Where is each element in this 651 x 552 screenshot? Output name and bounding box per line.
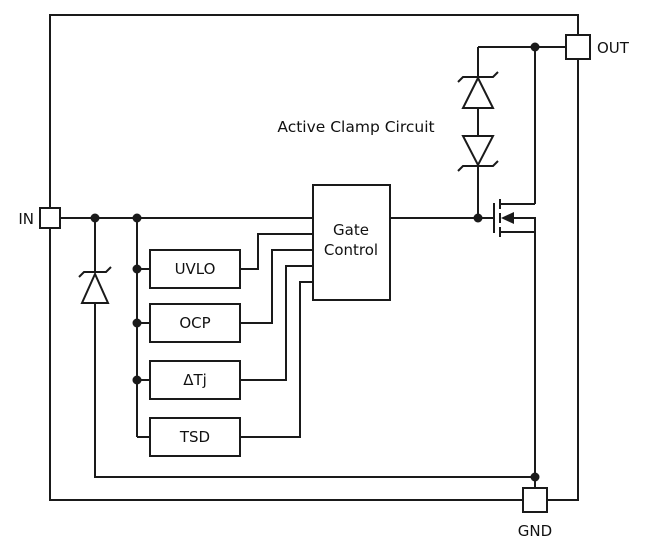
junction-dots [90, 42, 540, 482]
junction-dot [473, 213, 483, 223]
junction-dot [132, 375, 142, 385]
out-pin [565, 34, 591, 60]
mosfet [493, 199, 536, 237]
tsd-block [149, 417, 241, 457]
delta-tj-output-wire [240, 265, 313, 381]
clamp-zener-triangle [461, 75, 495, 109]
ocp-output-wire [240, 249, 313, 324]
out-pin-label: OUT [597, 39, 630, 57]
junction-dot [132, 318, 142, 328]
mosfet-body-arrow-icon [501, 212, 514, 224]
tsd-output-wire [240, 281, 313, 438]
uvlo-label: UVLO [175, 260, 216, 278]
delta-tj-label: ΔTj [183, 371, 207, 389]
gnd-pin-label: GND [518, 522, 552, 540]
gate-control-label-line1: Gate [333, 221, 369, 239]
clamp-diode-bottom [457, 135, 499, 172]
ocp-label: OCP [179, 314, 210, 332]
tsd-label: TSD [179, 428, 210, 446]
junction-dot [530, 42, 540, 52]
input-clamp-zener [78, 266, 112, 304]
gate-control-block [312, 184, 391, 301]
clamp-diode-cathode-bar [457, 160, 499, 172]
gnd-pin [522, 487, 548, 513]
ocp-block [149, 303, 241, 343]
junction-dot [132, 213, 142, 223]
zener-triangle [80, 271, 110, 304]
out-drain-wire [478, 46, 566, 204]
junction-dot [132, 264, 142, 274]
uvlo-block [149, 249, 241, 289]
in-pin [39, 207, 61, 229]
clamp-diode-triangle [461, 135, 495, 168]
clamp-zener-top [457, 71, 499, 109]
junction-dot [90, 213, 100, 223]
in-pin-label: IN [18, 210, 34, 228]
active-clamp-label: Active Clamp Circuit [277, 118, 434, 136]
mosfet-body-wire [513, 217, 536, 232]
delta-tj-block [149, 360, 241, 400]
uvlo-output-wire [240, 233, 313, 270]
junction-dot [530, 472, 540, 482]
ground-return-wire [94, 218, 535, 478]
gate-control-label-line2: Control [324, 241, 378, 259]
